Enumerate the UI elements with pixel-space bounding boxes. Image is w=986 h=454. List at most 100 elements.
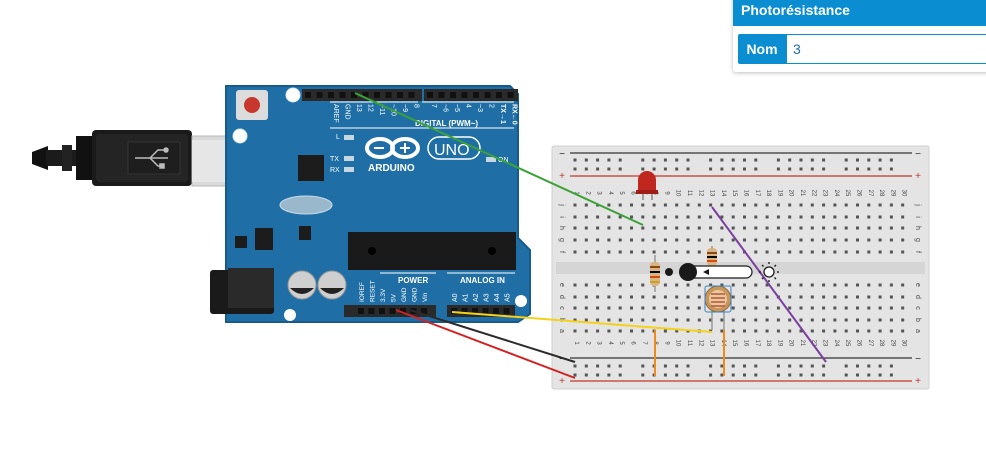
column-number: 11: [686, 340, 692, 347]
row-letter: a: [558, 329, 565, 333]
row-letter: f: [914, 251, 921, 253]
column-number: 28: [878, 190, 884, 197]
digital-pwm-label: DIGITAL (PWM~): [415, 119, 478, 128]
column-number: 10: [675, 340, 681, 347]
row-letter: g: [558, 238, 565, 242]
column-number: 23: [822, 340, 828, 347]
light-intensity-slider[interactable]: [665, 262, 779, 282]
arduino-uno-board[interactable]: DIGITAL (PWM~) AREFGND1312~11~10~987~6~5…: [210, 85, 531, 323]
top-pin-label: 4: [465, 104, 472, 108]
top-pin-label: ~6: [442, 104, 449, 112]
row-letter: h: [914, 226, 921, 230]
sun-icon: [759, 262, 779, 282]
column-number: 2: [584, 341, 590, 345]
column-number: 6: [630, 191, 636, 195]
l-label: L: [336, 134, 340, 141]
column-number: 15: [731, 190, 737, 197]
column-number: 4: [607, 191, 613, 195]
wire-red[interactable]: [395, 309, 576, 379]
row-letter: c: [558, 306, 565, 310]
analog-pin-label: A4: [494, 293, 501, 302]
column-number: 25: [844, 190, 850, 197]
row-letter: g: [914, 238, 921, 242]
row-letter: i: [914, 216, 921, 218]
uno-label: UNO: [434, 142, 470, 159]
column-number: 27: [867, 340, 873, 347]
column-number: 13: [709, 340, 715, 347]
power-pin-label: RESET: [370, 280, 377, 302]
power-pin-label: 5V: [391, 293, 398, 302]
column-number: 22: [810, 190, 816, 197]
column-number: 14: [720, 190, 726, 197]
arduino-brand: ARDUINO: [368, 163, 415, 174]
row-letter: b: [914, 318, 921, 322]
name-property-input[interactable]: 3: [786, 34, 986, 64]
top-pin-label: GND: [344, 104, 351, 120]
column-number: 28: [878, 340, 884, 347]
inspector-header: Photorésistance: [733, 0, 986, 26]
name-property-label: Nom: [738, 34, 786, 64]
row-letter: a: [914, 329, 921, 333]
column-number: 12: [697, 340, 703, 347]
column-number: 30: [901, 190, 907, 197]
column-number: 29: [889, 190, 895, 197]
column-number: 2: [584, 191, 590, 195]
analog-pin-label: A5: [505, 293, 512, 302]
top-pin-label: 2: [488, 104, 495, 108]
top-pin-label: 12: [367, 104, 374, 112]
row-letter: j: [558, 203, 565, 206]
arduino-logo: [365, 137, 420, 159]
top-pin-label: 8: [413, 104, 420, 108]
power-pin-label: GND: [412, 287, 419, 302]
column-number: 3: [596, 191, 602, 195]
column-number: 26: [856, 340, 862, 347]
column-number: 19: [776, 340, 782, 347]
rail-symbol: −: [559, 149, 565, 160]
column-number: 3: [596, 341, 602, 345]
resistor-1[interactable]: [650, 255, 660, 292]
power-pin-label: 3.3V: [380, 288, 387, 302]
wire-black[interactable]: [409, 309, 576, 363]
top-pin-label: 13: [355, 104, 362, 112]
column-number: 10: [675, 190, 681, 197]
column-number: 30: [901, 340, 907, 347]
row-letter: i: [558, 216, 565, 218]
wire-purple[interactable]: [711, 206, 827, 363]
column-number: 18: [765, 340, 771, 347]
column-number: 21: [799, 190, 805, 197]
rail-symbol: +: [559, 376, 565, 387]
top-pin-label: TX→1: [499, 104, 506, 124]
column-number: 6: [630, 341, 636, 345]
row-letter: e: [558, 283, 565, 287]
column-number: 1: [573, 341, 579, 345]
tx-label: TX: [330, 156, 339, 163]
column-number: 17: [754, 190, 760, 197]
column-number: 15: [731, 340, 737, 347]
row-letter: c: [914, 306, 921, 310]
rail-symbol: −: [915, 149, 921, 160]
column-number: 29: [889, 340, 895, 347]
wire-green[interactable]: [354, 92, 644, 226]
column-number: 19: [776, 190, 782, 197]
row-letter: h: [558, 226, 565, 230]
row-letter: e: [914, 283, 921, 287]
column-number: 13: [709, 190, 715, 197]
column-number: 14: [720, 340, 726, 347]
top-pin-label: ~11: [378, 104, 385, 115]
power-label: POWER: [398, 276, 428, 285]
column-number: 24: [833, 190, 839, 197]
analog-pin-label: A2: [473, 293, 480, 302]
photoresistor[interactable]: [704, 285, 732, 330]
analog-pin-label: A0: [452, 293, 459, 302]
column-number: 25: [844, 340, 850, 347]
wire-yellow[interactable]: [451, 308, 718, 333]
top-pin-label: AREF: [332, 104, 339, 123]
red-led[interactable]: [636, 171, 658, 200]
slider-handle[interactable]: [679, 263, 697, 281]
column-number: 5: [618, 341, 624, 345]
column-number: 5: [618, 191, 624, 195]
column-number: 4: [607, 341, 613, 345]
rx-label: RX: [330, 167, 340, 174]
column-number: 20: [788, 190, 794, 197]
